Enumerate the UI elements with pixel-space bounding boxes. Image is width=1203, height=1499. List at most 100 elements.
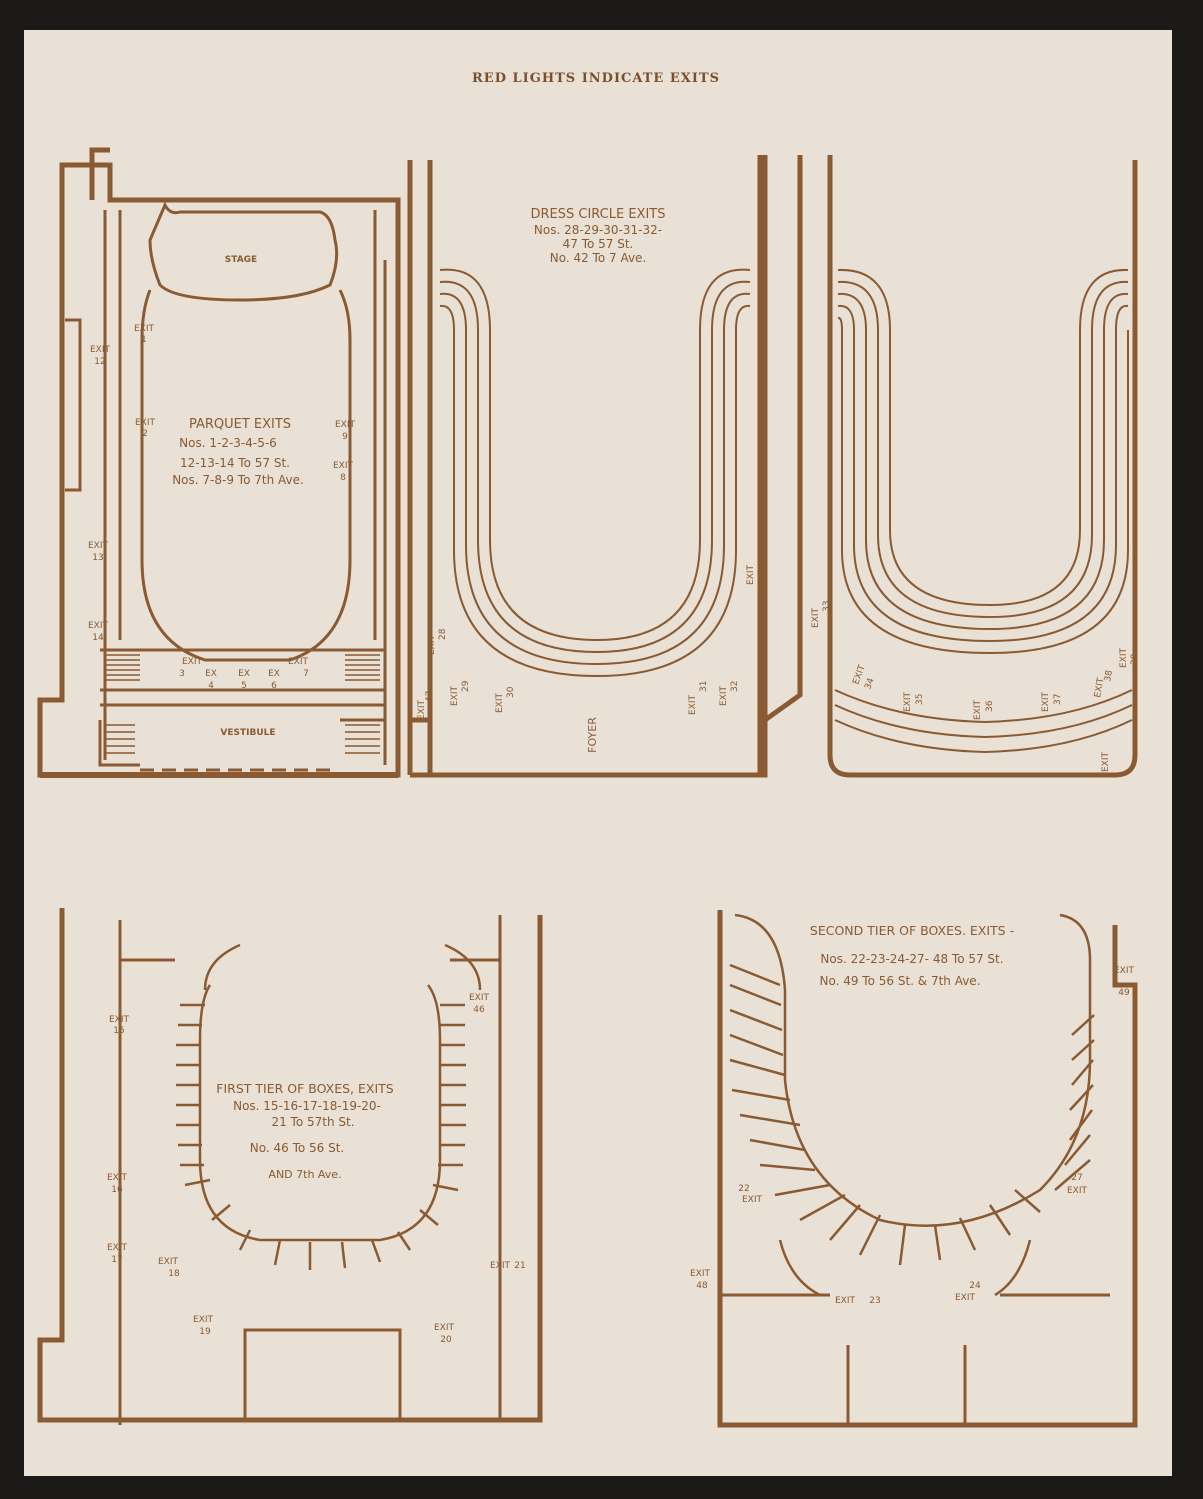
exit-label: EXIT: [88, 541, 109, 551]
balcony-plan: [763, 155, 1138, 778]
second-tier-plan: [717, 910, 1138, 1428]
exit-label: EXIT: [688, 694, 698, 715]
first-tier-boxes: [176, 943, 482, 1270]
first-tier-line-2: 21 To 57th St.: [271, 1115, 354, 1129]
exit-number: 9: [342, 432, 348, 442]
exit-number: 38: [1103, 669, 1115, 682]
parquet-line-3: Nos. 7-8-9 To 7th Ave.: [172, 473, 304, 487]
page-title: RED LIGHTS INDICATE EXITS: [472, 71, 720, 86]
exit-number: 49: [1118, 988, 1130, 998]
exit-number: 20: [440, 1335, 452, 1345]
exit-number: 13: [92, 553, 103, 563]
exit-label: EX: [268, 669, 280, 679]
exit-number: 17: [111, 1255, 122, 1265]
exit-label: EXIT: [973, 699, 983, 720]
first-tier-line-4: AND 7th Ave.: [268, 1168, 341, 1181]
parquet-title: PARQUET EXITS: [189, 417, 291, 432]
exit-label: EXIT: [333, 461, 354, 471]
exit-number: 3: [179, 669, 185, 679]
paper-sheet: [24, 30, 1172, 1476]
exit-label: EXIT: [490, 1261, 511, 1271]
exit-label: EXIT: [1093, 677, 1106, 699]
exit-label: EXIT: [719, 685, 729, 706]
exit-label: EXIT: [1101, 751, 1111, 772]
exit-label: EXIT: [107, 1173, 128, 1183]
second-tier-title: SECOND TIER OF BOXES. EXITS -: [810, 923, 1014, 938]
exit-number: 19: [199, 1327, 211, 1337]
exit-label: EXIT: [1119, 647, 1129, 668]
stage-label: STAGE: [225, 255, 257, 265]
exit-number: 7: [303, 669, 309, 679]
exit-label: EXIT: [1114, 966, 1135, 976]
exit-label: EXIT: [434, 1323, 455, 1333]
exit-label: EXIT: [109, 1015, 130, 1025]
exit-number: 32: [730, 681, 740, 692]
dress-circle-line-2: 47 To 57 St.: [563, 237, 634, 251]
exit-number: 27: [1071, 1173, 1082, 1183]
exit-number: 36: [985, 700, 995, 712]
exit-label: EXIT: [746, 564, 756, 585]
exit-number: 28: [438, 628, 448, 640]
balcony-exits: EXIT 33 EXIT 34 EXIT 35 EXIT 36 EXIT 37 …: [811, 601, 1140, 772]
exit-number: 48: [696, 1281, 708, 1291]
exit-label: EXIT: [469, 993, 490, 1003]
exit-number: 21: [514, 1261, 525, 1271]
parquet-line-2: 12-13-14 To 57 St.: [180, 456, 290, 470]
exit-label: EXIT: [288, 657, 309, 667]
exit-label: EX: [205, 669, 217, 679]
exit-number: 29: [461, 680, 471, 692]
parquet-plan: [37, 147, 401, 778]
first-tier-line-3: No. 46 To 56 St.: [250, 1141, 345, 1155]
exit-number: 31: [699, 681, 709, 692]
exit-label: EXIT: [88, 621, 109, 631]
exit-label: EXIT: [107, 1243, 128, 1253]
exit-number: 6: [271, 681, 277, 691]
second-tier-line-1: Nos. 22-23-24-27- 48 To 57 St.: [820, 952, 1003, 966]
exit-number: 14: [92, 633, 104, 643]
vestibule-label: VESTIBULE: [220, 728, 275, 738]
exit-label: EXIT: [182, 657, 203, 667]
exit-number: 23: [869, 1296, 880, 1306]
dress-circle-tiers: [439, 268, 751, 678]
exit-label: EXIT: [335, 420, 356, 430]
exit-label: EXIT: [955, 1293, 976, 1303]
exit-label: EXIT: [495, 692, 505, 713]
exit-number: 15: [113, 1026, 124, 1036]
exit-label: EXIT: [427, 634, 437, 655]
exit-number: 46: [473, 1005, 485, 1015]
exit-number: 5: [241, 681, 247, 691]
dress-circle-line-3: No. 42 To 7 Ave.: [550, 251, 647, 265]
second-tier-exits: 22 EXIT EXIT 23 24 EXIT 27 EXIT EXIT 48 …: [690, 966, 1135, 1306]
exit-number: 37: [1053, 694, 1063, 705]
dress-circle-plan: [407, 155, 768, 778]
exit-label: EXIT: [193, 1315, 214, 1325]
exit-label: EXIT: [811, 607, 821, 628]
exit-number: 22: [738, 1184, 749, 1194]
exit-number: 2: [142, 429, 148, 439]
dress-circle-exits: EXIT 28 EXIT 29 EXIT 30 EXIT 31 EXIT 32 …: [417, 557, 767, 720]
parquet-exit-markers: EXIT 1 EXIT 2 EXIT 3 EX 4 EX 5 EX 6 EXIT…: [88, 324, 356, 691]
first-tier-plan: [37, 908, 543, 1425]
exit-label: EXIT: [903, 691, 913, 712]
exit-number: 39: [1130, 653, 1140, 665]
exit-label: EXIT: [135, 418, 156, 428]
balcony-tiers: [834, 268, 1133, 754]
exit-number: 4: [208, 681, 214, 691]
exit-number: 16: [111, 1185, 123, 1195]
exit-number: 24: [969, 1281, 981, 1291]
exit-label: EXIT: [450, 685, 460, 706]
exit-label: EXIT: [158, 1257, 179, 1267]
dress-circle-title: DRESS CIRCLE EXITS: [530, 207, 665, 222]
exit-label: EXIT: [1067, 1186, 1088, 1196]
exit-label: EXIT: [742, 1195, 763, 1205]
foyer-label: FOYER: [586, 717, 599, 753]
first-tier-line-1: Nos. 15-16-17-18-19-20-: [233, 1099, 381, 1113]
exit-label: EXIT: [835, 1296, 856, 1306]
parquet-line-1: Nos. 1-2-3-4-5-6: [179, 436, 277, 450]
dress-circle-line-1: Nos. 28-29-30-31-32-: [534, 223, 662, 237]
exit-label: EXIT: [690, 1269, 711, 1279]
exit-number: 30: [506, 686, 516, 698]
exit-number: 1: [141, 335, 147, 345]
exit-label: EXIT: [134, 324, 155, 334]
